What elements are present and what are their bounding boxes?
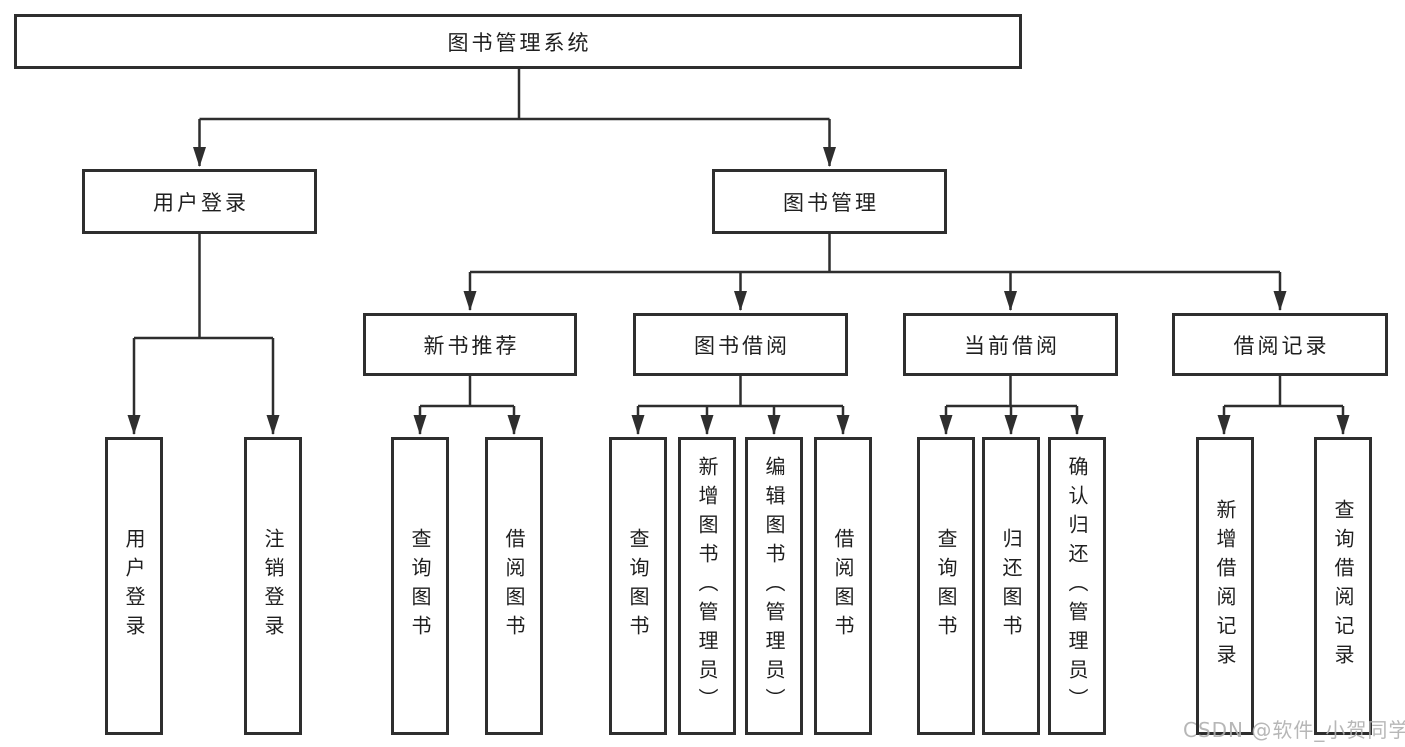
node-add-books-admin: 新增图书（管理员） [678, 437, 736, 735]
node-query-books-recommend: 查询图书 [391, 437, 449, 735]
node-label: 新增借阅记录 [1213, 499, 1237, 673]
node-new-book-recommend: 新书推荐 [363, 313, 577, 376]
node-logout: 注销登录 [244, 437, 302, 735]
node-label: 当前借阅 [964, 333, 1060, 358]
node-label: 借阅图书 [502, 528, 526, 644]
node-borrowing-records: 借阅记录 [1172, 313, 1388, 376]
node-label: 图书管理 [783, 190, 879, 215]
node-query-books-borrowing: 查询图书 [609, 437, 667, 735]
node-user-login-group: 用户登录 [82, 169, 317, 234]
node-label: 借阅记录 [1233, 333, 1330, 358]
node-book-borrowing: 图书借阅 [633, 313, 848, 376]
node-label: 图书借阅 [694, 333, 790, 358]
node-label: 新增图书（管理员） [695, 455, 719, 717]
node-confirm-return-admin: 确认归还（管理员） [1048, 437, 1106, 735]
node-return-books: 归还图书 [982, 437, 1040, 735]
node-query-borrow-record: 查询借阅记录 [1314, 437, 1372, 735]
node-label: 确认归还（管理员） [1065, 455, 1089, 717]
node-label: 图书管理系统 [447, 30, 592, 55]
node-add-borrow-record: 新增借阅记录 [1196, 437, 1254, 735]
node-label: 查询图书 [934, 528, 958, 644]
node-label: 用户登录 [122, 528, 146, 644]
node-current-borrowing: 当前借阅 [903, 313, 1118, 376]
watermark-text: CSDN @软件_小贺同学 [1183, 718, 1405, 742]
node-query-books-current: 查询图书 [917, 437, 975, 735]
node-label: 查询图书 [626, 528, 650, 644]
node-label: 查询图书 [408, 528, 432, 644]
node-library-management-system: 图书管理系统 [14, 14, 1022, 69]
node-label: 注销登录 [261, 528, 285, 644]
node-label: 借阅图书 [831, 528, 855, 644]
node-label: 用户登录 [153, 190, 249, 215]
node-label: 新书推荐 [423, 333, 520, 358]
node-borrow-books-borrowing: 借阅图书 [814, 437, 872, 735]
node-book-management: 图书管理 [712, 169, 947, 234]
node-label: 编辑图书（管理员） [762, 455, 786, 717]
node-label: 查询借阅记录 [1331, 499, 1355, 673]
node-label: 归还图书 [999, 528, 1023, 644]
node-borrow-books-recommend: 借阅图书 [485, 437, 543, 735]
node-edit-books-admin: 编辑图书（管理员） [745, 437, 803, 735]
node-user-login: 用户登录 [105, 437, 163, 735]
